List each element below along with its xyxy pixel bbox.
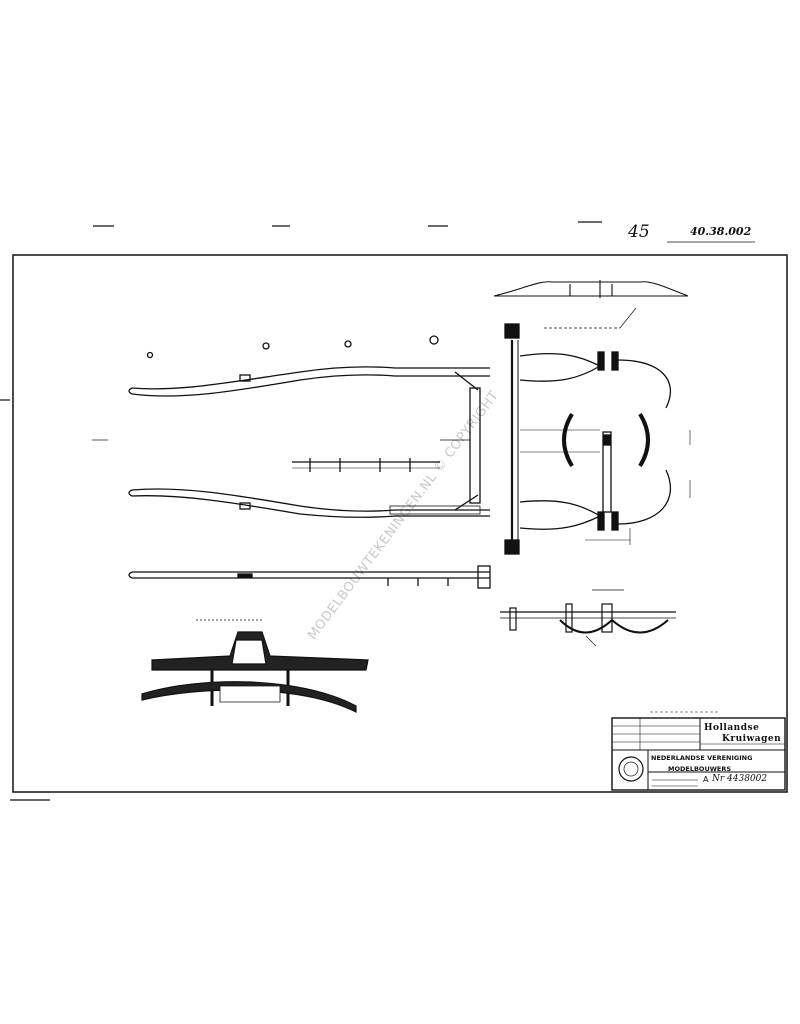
plan-view	[92, 323, 691, 555]
axle-nut-bottom	[504, 539, 520, 555]
title-block	[611, 711, 786, 791]
drawing-number: Nr 4438002	[712, 774, 768, 784]
sheet-code: 40.38.002	[690, 225, 752, 238]
section-a-a	[141, 619, 369, 713]
association-line-1: NEDERLANDSE VERENIGING	[651, 754, 753, 762]
title-line-2: Kruiwagen	[722, 734, 782, 744]
association-seal	[618, 756, 644, 782]
axle-nut-top	[504, 323, 520, 339]
side-view	[128, 565, 491, 589]
top-detail	[493, 280, 689, 329]
title-line-1: Hollandse	[704, 723, 760, 733]
section-b-b	[500, 589, 676, 647]
sheet-number: 45	[628, 222, 650, 242]
drawing-prefix: A	[703, 775, 709, 784]
association-line-2: MODELBOUWERS	[668, 765, 732, 773]
sheet-border	[12, 254, 788, 793]
